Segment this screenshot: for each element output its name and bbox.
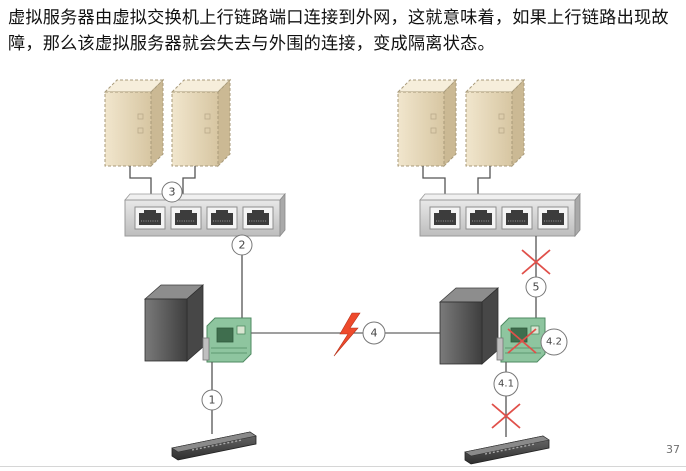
physical-server-icon (104, 79, 164, 167)
svg-text:5: 5 (533, 281, 540, 294)
lightning-icon (333, 312, 361, 357)
server-cable (182, 166, 196, 207)
callout-4-2: 4.2 (540, 328, 568, 356)
svg-text:1: 1 (209, 394, 216, 407)
network-switch-icon (419, 192, 581, 238)
callout-4: 4 (362, 321, 386, 345)
svg-text:2: 2 (239, 239, 246, 252)
nic-card-icon (202, 317, 252, 363)
top-of-rack-switch-icon (464, 435, 550, 465)
network-switch-icon (124, 192, 286, 238)
page-number: 37 (666, 443, 680, 456)
server-cable (477, 166, 491, 207)
callout-2: 2 (231, 234, 253, 256)
server-cable (129, 166, 152, 207)
svg-text:4.1: 4.1 (498, 379, 514, 390)
physical-server-icon (171, 79, 231, 167)
callout-1: 1 (201, 389, 223, 411)
callout-4-1: 4.1 (493, 371, 519, 397)
svg-text:4: 4 (371, 327, 378, 340)
callout-3: 3 (161, 181, 183, 203)
svg-text:4.2: 4.2 (546, 337, 562, 348)
top-of-rack-switch-icon (171, 431, 257, 461)
caption-text: 虚拟服务器由虚拟交换机上行链路端口连接到外网，这就意味着，如果上行链路出现故障，… (8, 8, 669, 54)
host-server-icon (439, 287, 499, 365)
host-server-icon (144, 284, 204, 362)
footer-divider (0, 466, 686, 467)
server-cable (422, 166, 446, 207)
svg-text:3: 3 (169, 186, 176, 199)
physical-server-icon (397, 79, 457, 167)
callout-5: 5 (525, 276, 547, 298)
physical-server-icon (465, 79, 525, 167)
